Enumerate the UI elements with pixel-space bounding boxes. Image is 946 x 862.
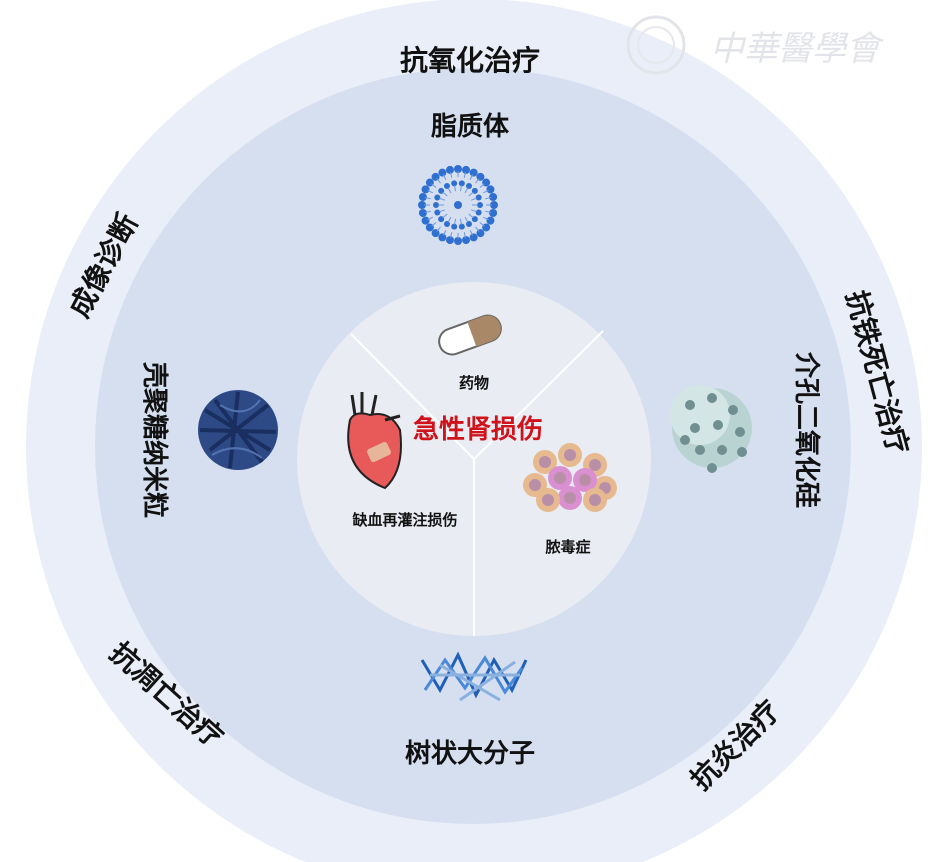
label-liposome: 脂质体 (431, 112, 510, 142)
chitosan-nanoparticle-icon (198, 390, 278, 470)
dendrimer-icon (420, 651, 528, 702)
therapy-antioxidant: 抗氧化治疗 (400, 44, 540, 77)
label-chitosan-nanoparticle: 壳聚糖纳米粒 (139, 361, 170, 518)
cause-sepsis: 脓毒症 (544, 538, 590, 556)
watermark-logo: 中華醫學會 (626, 15, 885, 75)
label-mesoporous-silica: 介孔二氧化硅 (791, 351, 821, 508)
mesoporous-silica-icon (670, 385, 752, 473)
cause-drug: 药物 (459, 374, 489, 392)
cause-ischemia-reperfusion: 缺血再灌注损伤 (351, 511, 457, 529)
label-dendrimer: 树状大分子 (405, 739, 535, 769)
pill-icon (438, 314, 502, 356)
center-title-aki: 急性肾损伤 (413, 415, 543, 445)
heart-icon (347, 392, 402, 490)
watermark-text: 中華醫學會 (710, 29, 885, 69)
liposome-icon (418, 165, 498, 245)
sector-dividers (350, 330, 604, 636)
cells-icon (523, 443, 617, 512)
